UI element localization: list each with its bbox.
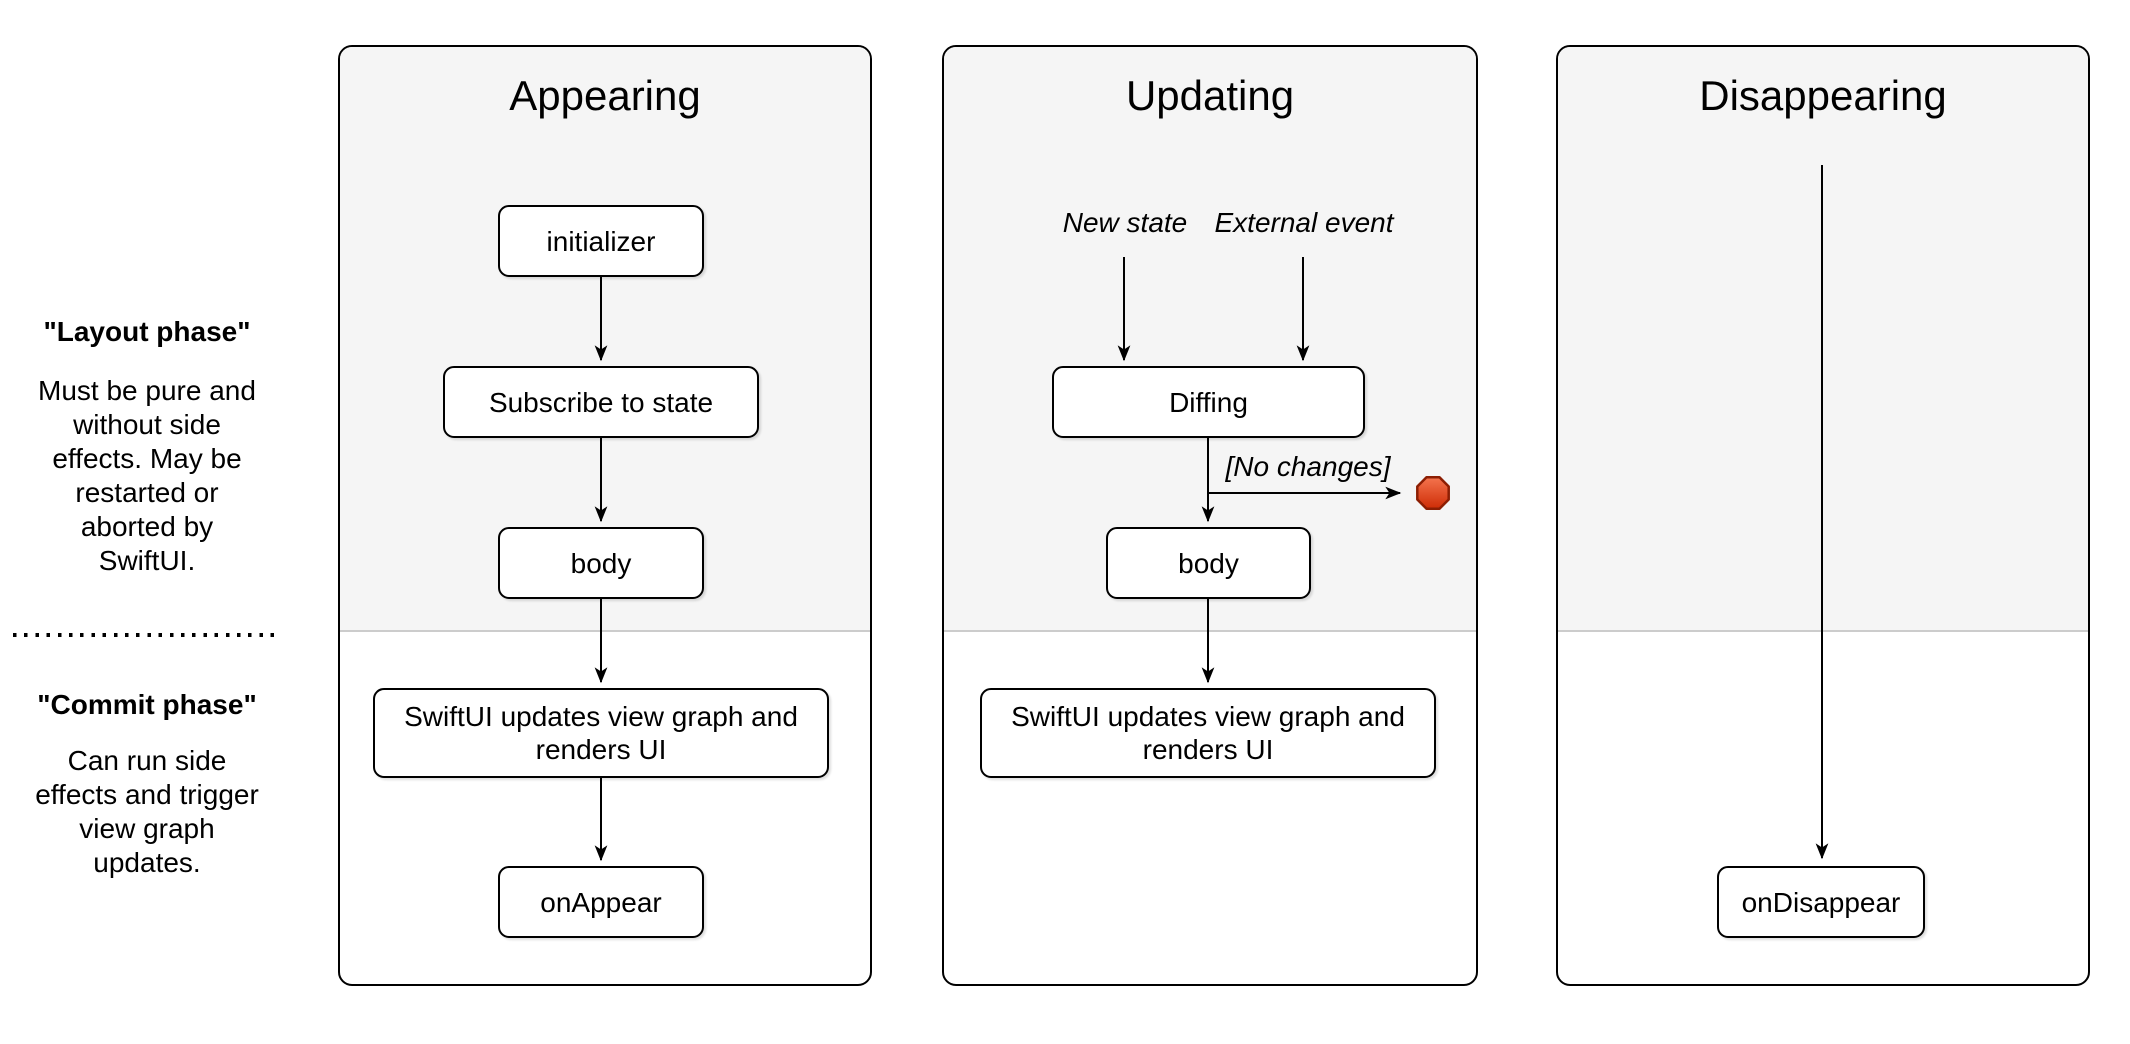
- phase-separator-dotted-line: [13, 633, 274, 637]
- label-external-event: External event: [1214, 207, 1394, 238]
- node-body-appearing: body: [498, 527, 704, 599]
- node-diffing: Diffing: [1052, 366, 1365, 438]
- node-body-updating: body: [1106, 527, 1311, 599]
- label-no-changes: [No changes]: [1225, 451, 1391, 482]
- panel-title-disappearing: Disappearing: [1699, 72, 1947, 119]
- panel-title-updating: Updating: [1125, 72, 1295, 119]
- node-subscribe-to-state: Subscribe to state: [443, 366, 759, 438]
- panel-disappearing: Disappearing: [1556, 45, 2090, 986]
- layout-phase-zone: [1558, 47, 2088, 632]
- node-render-updating: SwiftUI updates view graph and renders U…: [980, 688, 1436, 778]
- layout-phase-description: Must be pure and without side effects. M…: [38, 375, 256, 576]
- node-render-appearing: SwiftUI updates view graph and renders U…: [373, 688, 829, 778]
- node-initializer: initializer: [498, 205, 704, 277]
- panel-appearing: Appearing: [338, 45, 872, 986]
- panel-title-appearing: Appearing: [509, 72, 701, 119]
- layout-phase-heading: "Layout phase": [43, 316, 251, 347]
- commit-phase-description: Can run side effects and trigger view gr…: [35, 745, 259, 878]
- label-new-state: New state: [1062, 207, 1188, 238]
- commit-phase-heading: "Commit phase": [37, 689, 257, 720]
- panel-updating: Updating: [942, 45, 1478, 986]
- node-on-appear: onAppear: [498, 866, 704, 938]
- node-on-disappear: onDisappear: [1717, 866, 1925, 938]
